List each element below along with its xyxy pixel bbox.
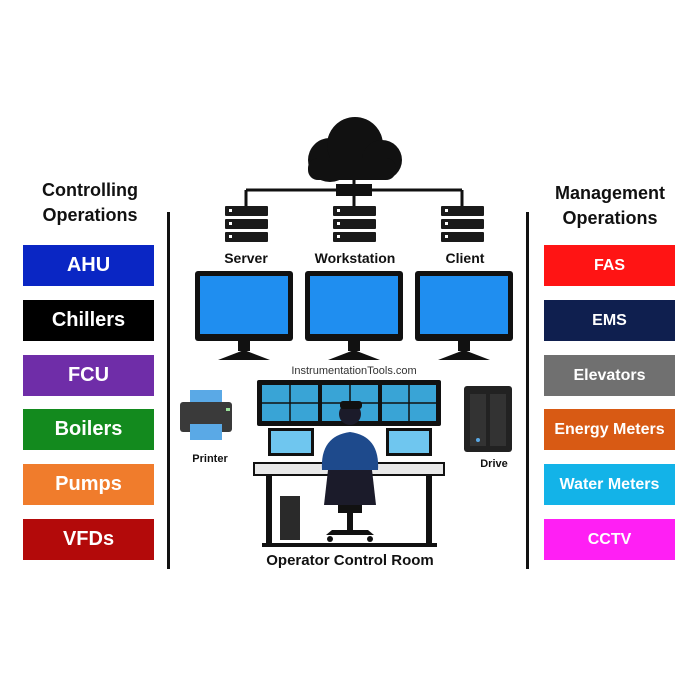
printer-icon	[180, 390, 232, 440]
control-room-icon	[253, 380, 445, 547]
controlling-title-line1: Controlling	[42, 180, 138, 200]
label-server: Server	[224, 250, 268, 266]
right-divider	[526, 212, 529, 569]
box-pumps: Pumps	[23, 464, 154, 505]
label-workstation: Workstation	[314, 250, 396, 266]
box-vfds: VFDs	[23, 519, 154, 560]
pc-tower	[280, 496, 300, 540]
server-icon	[225, 206, 268, 242]
box-elevators: Elevators	[544, 355, 675, 396]
monitor-icon	[195, 271, 293, 360]
box-fas: FAS	[544, 245, 675, 286]
management-title-line1: Management	[554, 183, 666, 203]
box-boilers: Boilers	[23, 409, 154, 450]
box-cctv: CCTV	[544, 519, 675, 560]
label-printer: Printer	[192, 453, 228, 465]
watermark-text: InstrumentationTools.com	[291, 365, 417, 377]
box-chillers: Chillers	[23, 300, 154, 341]
caption-operator-control-room: Operator Control Room	[266, 552, 434, 569]
label-drive: Drive	[480, 458, 508, 470]
drive-icon	[464, 386, 512, 452]
box-energy-meters: Energy Meters	[544, 409, 675, 450]
monitor-icon-client	[415, 271, 513, 360]
box-ems: EMS	[544, 300, 675, 341]
label-client: Client	[445, 250, 485, 266]
box-ahu: AHU	[23, 245, 154, 286]
management-title-line2: Operations	[562, 208, 658, 228]
box-water-meters: Water Meters	[544, 464, 675, 505]
controlling-title-line2: Operations	[42, 205, 138, 225]
workstation-server-icon	[333, 206, 376, 242]
left-divider	[167, 212, 170, 569]
controlling-operations-title: Controlling Operations	[20, 178, 160, 228]
box-fcu: FCU	[23, 355, 154, 396]
cloud-icon	[308, 117, 402, 182]
management-operations-title: Management Operations	[535, 181, 685, 231]
monitor-icon-workstation	[305, 271, 403, 360]
client-server-icon	[441, 206, 484, 242]
network-switch	[336, 184, 372, 196]
